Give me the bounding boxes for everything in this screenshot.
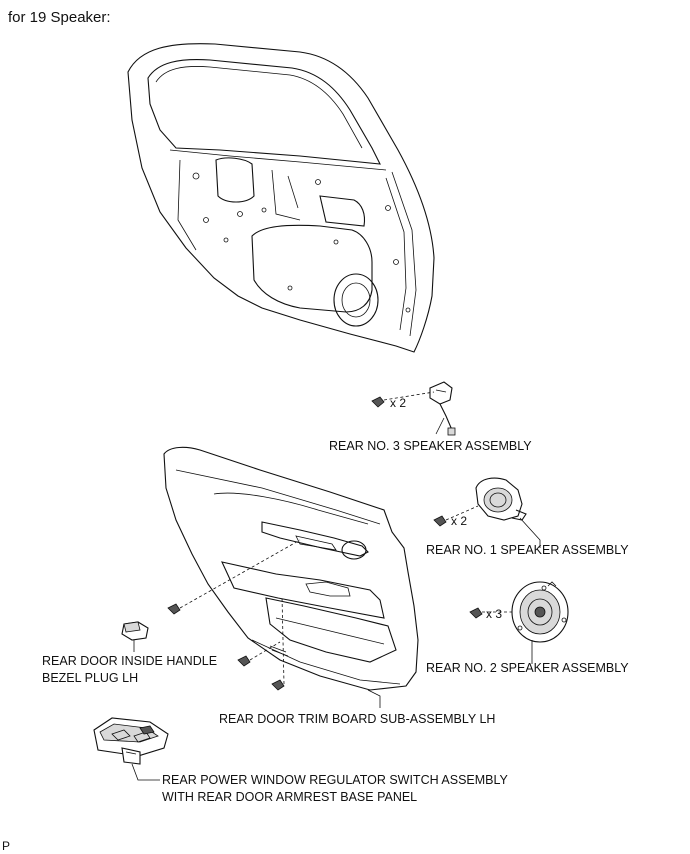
rear-no2-speaker-label: REAR NO. 2 SPEAKER ASSEMBLY — [426, 661, 629, 675]
rear-door-panel-drawing — [127, 43, 435, 353]
switch-leader-line — [131, 763, 160, 781]
rear-door-trim-board-drawing — [163, 446, 419, 691]
rear-no3-leader-line — [435, 417, 445, 435]
switch-label-line1: REAR POWER WINDOW REGULATOR SWITCH ASSEM… — [162, 773, 509, 787]
power-window-switch-drawing — [93, 717, 169, 765]
rear-no1-speaker-drawing — [433, 477, 527, 527]
trim-board-leader-line — [367, 689, 381, 708]
rear-no1-leader-line — [519, 517, 541, 548]
rear-no3-speaker-drawing — [371, 381, 456, 436]
bezel-plug-label-line2: BEZEL PLUG LH — [42, 671, 138, 685]
rear-no3-speaker-label: REAR NO. 3 SPEAKER ASSEMBLY — [329, 439, 532, 453]
page-title: for 19 Speaker: — [8, 9, 111, 26]
bezel-plug-label-line1: REAR DOOR INSIDE HANDLE — [42, 654, 217, 668]
rear-no2-speaker-drawing — [469, 581, 569, 643]
bezel-plug-drawing — [121, 621, 149, 641]
rear-no1-screw-quantity: x 2 — [451, 514, 467, 528]
rear-no1-speaker-label: REAR NO. 1 SPEAKER ASSEMBLY — [426, 543, 629, 557]
footer-mark: P — [2, 839, 10, 853]
rear-no3-screw-quantity: x 2 — [390, 396, 406, 410]
rear-no2-screw-quantity: x 3 — [486, 607, 502, 621]
trim-board-label: REAR DOOR TRIM BOARD SUB-ASSEMBLY LH — [219, 712, 495, 726]
trim-board-screws — [167, 539, 301, 691]
switch-label-line2: WITH REAR DOOR ARMREST BASE PANEL — [162, 790, 417, 804]
